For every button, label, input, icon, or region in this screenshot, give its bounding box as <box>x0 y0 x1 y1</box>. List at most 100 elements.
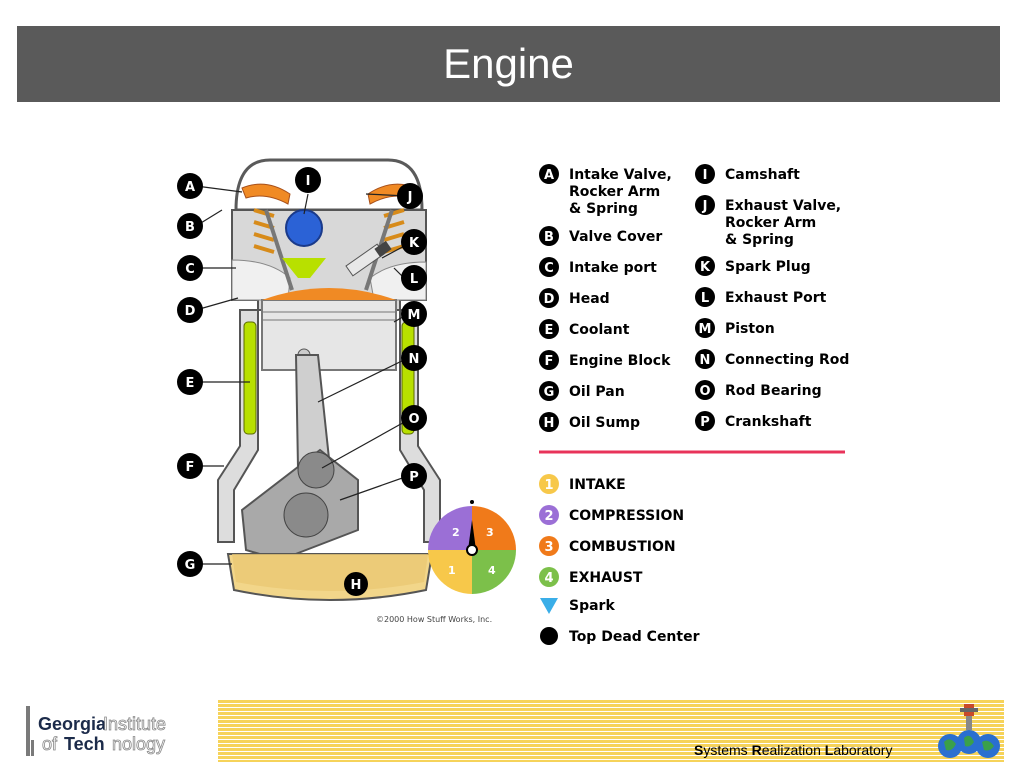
callout-a: A <box>177 173 203 199</box>
callout-l: L <box>401 265 427 291</box>
svg-text:Exhaust Port: Exhaust Port <box>725 290 827 306</box>
legend-o: O Rod Bearing <box>695 380 822 400</box>
callout-g: G <box>177 551 203 577</box>
svg-text:F: F <box>545 354 554 369</box>
legend-e: E Coolant <box>539 319 630 339</box>
rod-bearing <box>297 451 335 489</box>
svg-text:EXHAUST: EXHAUST <box>569 570 643 586</box>
legend-d: D Head <box>539 288 610 308</box>
svg-text:J: J <box>407 190 413 205</box>
legend-h: H Oil Sump <box>539 412 640 432</box>
legend-l: L Exhaust Port <box>695 287 827 307</box>
lab-name: Systems Realization Laboratory <box>694 742 893 758</box>
title-bar: Engine <box>17 26 1000 102</box>
camshaft <box>285 209 323 247</box>
svg-text:& Spring: & Spring <box>725 232 794 248</box>
svg-text:1: 1 <box>544 478 553 493</box>
callout-m: M <box>401 301 427 327</box>
legend-spark: Spark <box>540 598 615 614</box>
legend-m: M Piston <box>695 318 775 338</box>
svg-text:Coolant: Coolant <box>569 322 630 338</box>
svg-text:M: M <box>699 322 712 337</box>
svg-text:B: B <box>185 220 195 235</box>
georgia-tech-logo: Georgia Institute of Tech nology <box>18 700 218 762</box>
slide-title: Engine <box>443 40 574 87</box>
callout-d: D <box>177 297 203 323</box>
callout-p: P <box>401 463 427 489</box>
svg-text:D: D <box>185 304 196 319</box>
callout-b: B <box>177 213 203 239</box>
spark-icon <box>540 598 558 614</box>
svg-text:C: C <box>544 261 554 276</box>
svg-text:D: D <box>544 292 555 307</box>
svg-text:Institute: Institute <box>103 714 166 734</box>
copyright: ©2000 How Stuff Works, Inc. <box>376 615 492 624</box>
callout-n: N <box>401 345 427 371</box>
svg-text:2: 2 <box>544 509 553 524</box>
svg-text:B: B <box>544 230 554 245</box>
svg-text:C: C <box>185 262 195 277</box>
svg-text:Intake port: Intake port <box>569 260 657 276</box>
combustion-chamber <box>282 258 326 278</box>
legend-b: B Valve Cover <box>539 226 662 246</box>
svg-text:INTAKE: INTAKE <box>569 477 626 493</box>
tdc-dot-icon <box>540 627 558 645</box>
svg-text:N: N <box>409 352 420 367</box>
coolant-left <box>243 321 257 435</box>
svg-text:E: E <box>186 376 195 391</box>
svg-text:G: G <box>185 558 196 573</box>
svg-text:Valve Cover: Valve Cover <box>569 229 662 245</box>
callout-i: I <box>295 167 321 193</box>
svg-text:2: 2 <box>452 526 460 539</box>
callout-k: K <box>401 229 427 255</box>
legend-n: N Connecting Rod <box>695 349 849 369</box>
legend-f: F Engine Block <box>539 350 671 370</box>
svg-text:Piston: Piston <box>725 321 775 337</box>
svg-text:H: H <box>544 416 555 431</box>
svg-text:Connecting Rod: Connecting Rod <box>725 352 849 368</box>
oil-sump <box>232 554 428 591</box>
svg-text:& Spring: & Spring <box>569 201 638 217</box>
svg-text:Intake Valve,: Intake Valve, <box>569 167 672 183</box>
svg-text:Rocker Arm: Rocker Arm <box>569 184 660 200</box>
svg-text:Tech: Tech <box>64 734 105 754</box>
intake-spring <box>253 208 275 254</box>
svg-text:E: E <box>545 323 554 338</box>
srl-globe-icon <box>938 704 1000 758</box>
svg-text:Exhaust Valve,: Exhaust Valve, <box>725 198 841 214</box>
callout-f: F <box>177 453 203 479</box>
callout-h: H <box>344 572 368 596</box>
engine-diagram: A B C D E F G H I J K L M N O P 2 3 1 4 … <box>177 158 516 624</box>
svg-text:K: K <box>700 260 711 275</box>
svg-text:A: A <box>185 180 195 195</box>
svg-text:N: N <box>700 353 711 368</box>
svg-text:F: F <box>186 460 195 475</box>
svg-text:J: J <box>702 199 708 214</box>
stroke-dial: 2 3 1 4 <box>428 500 516 594</box>
svg-text:Rod Bearing: Rod Bearing <box>725 383 822 399</box>
callout-e: E <box>177 369 203 395</box>
svg-text:Crankshaft: Crankshaft <box>725 414 812 430</box>
svg-text:A: A <box>544 168 554 183</box>
svg-text:nology: nology <box>112 734 165 754</box>
svg-text:L: L <box>701 291 709 306</box>
svg-text:Oil Sump: Oil Sump <box>569 415 640 431</box>
piston <box>261 299 397 371</box>
svg-text:Georgia: Georgia <box>38 714 107 734</box>
svg-text:O: O <box>699 384 710 399</box>
intake-rocker <box>241 183 291 205</box>
svg-text:Engine Block: Engine Block <box>569 353 671 369</box>
svg-text:4: 4 <box>488 564 496 577</box>
svg-text:H: H <box>351 578 362 593</box>
legend-c: C Intake port <box>539 257 657 277</box>
svg-text:Head: Head <box>569 291 610 307</box>
svg-text:of: of <box>42 734 58 754</box>
svg-text:I: I <box>306 174 311 189</box>
svg-text:P: P <box>409 470 419 485</box>
